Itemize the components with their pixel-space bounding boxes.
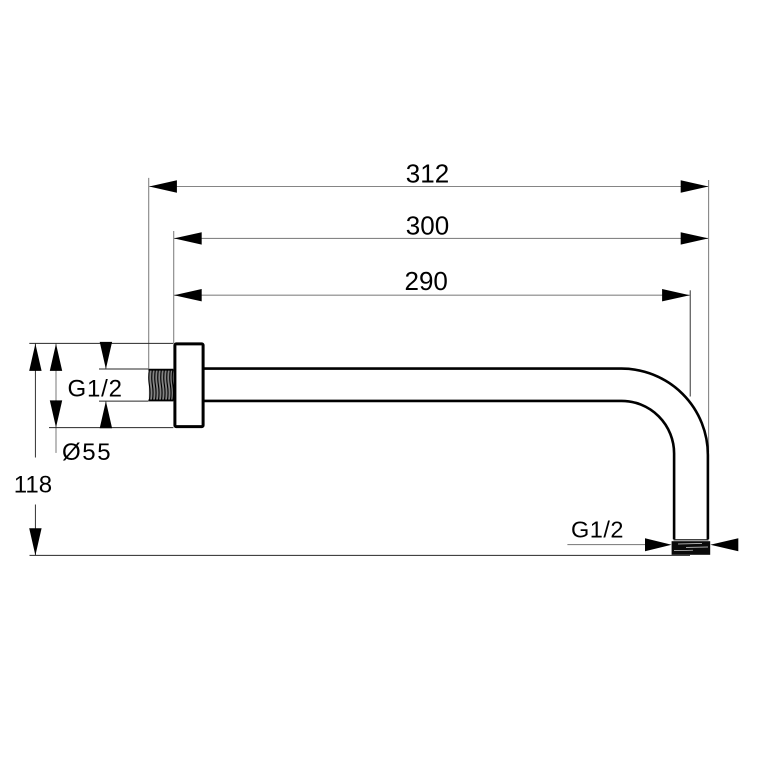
svg-text:G1/2: G1/2 (68, 375, 123, 402)
svg-text:312: 312 (406, 158, 449, 188)
svg-text:118: 118 (14, 472, 52, 499)
svg-text:290: 290 (405, 266, 448, 296)
svg-text:300: 300 (406, 210, 449, 240)
svg-text:G1/2: G1/2 (571, 517, 624, 543)
svg-text:Ø55: Ø55 (62, 439, 112, 466)
